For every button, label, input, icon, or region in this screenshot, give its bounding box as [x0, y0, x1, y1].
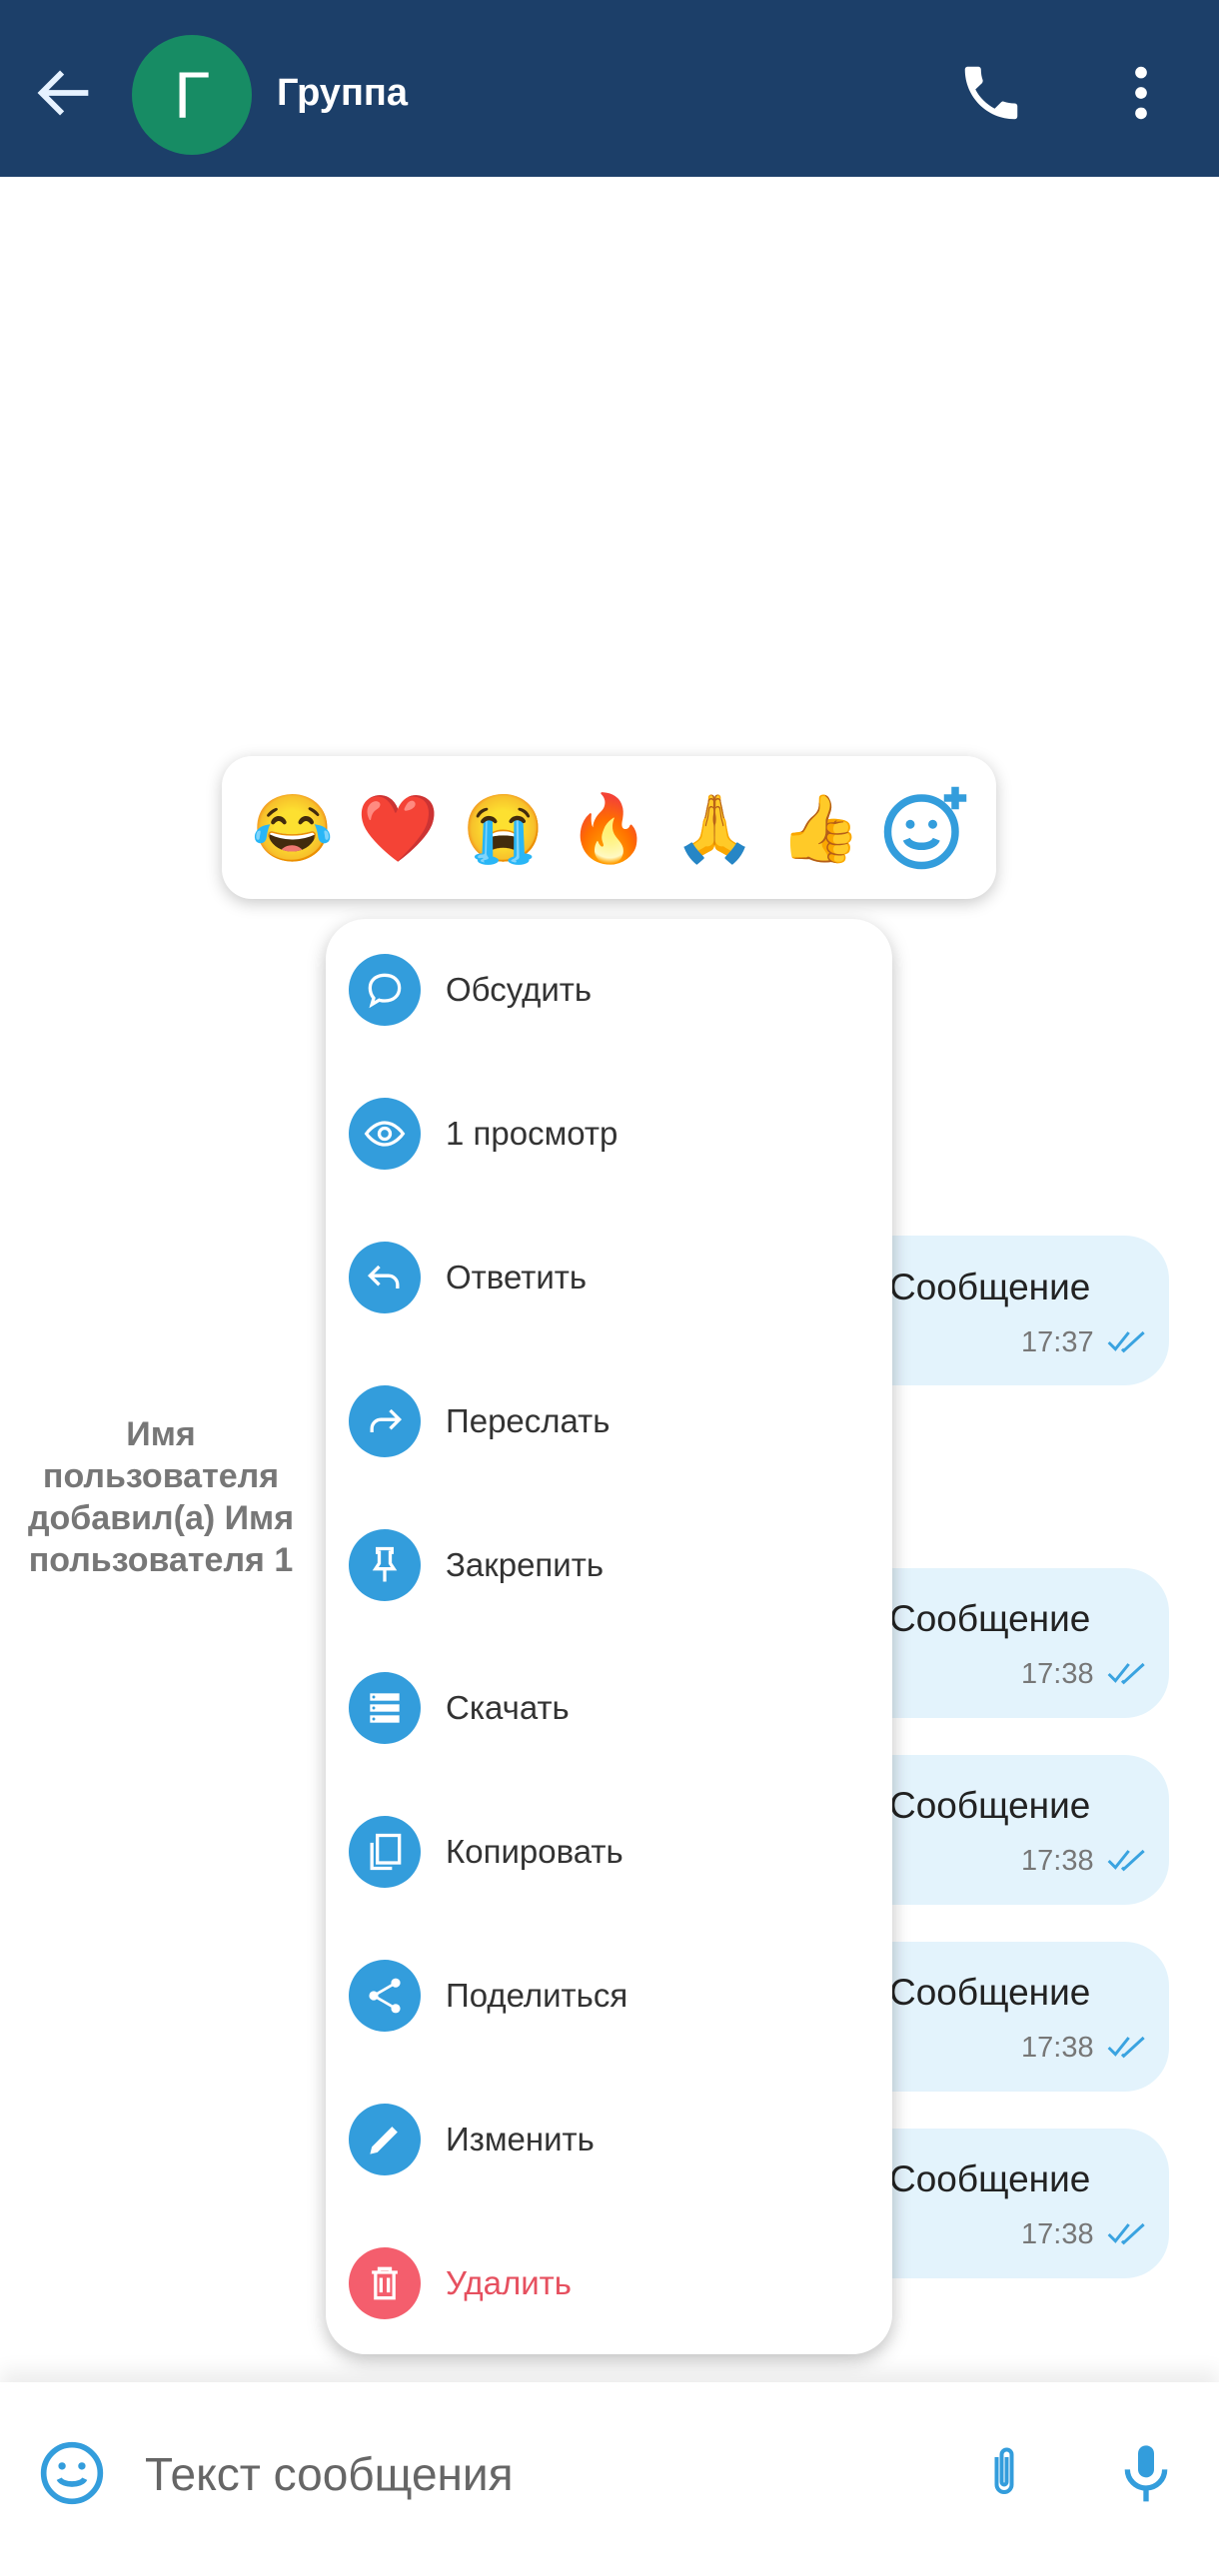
share-icon: [369, 1978, 401, 2014]
read-check-icon: [1107, 1849, 1145, 1872]
back-arrow-icon[interactable]: [30, 58, 100, 128]
chat-title[interactable]: Группа: [277, 72, 408, 114]
reaction-pray[interactable]: 🙏: [672, 790, 756, 865]
attach-paperclip-icon[interactable]: [974, 2437, 1034, 2507]
add-reaction-icon[interactable]: [880, 783, 970, 873]
menu-item-label: Закрепить: [446, 1546, 605, 1583]
message-time: 17:37: [1021, 1326, 1094, 1358]
reaction-thumbs-up[interactable]: 👍: [778, 790, 861, 865]
emoji-icon[interactable]: [38, 2439, 106, 2507]
copy-icon: [370, 1833, 402, 1871]
message-text: Сообщение: [889, 2158, 1091, 2199]
menu-item-label: Удалить: [446, 2264, 572, 2301]
menu-item-reply[interactable]: Ответить: [326, 1218, 892, 1337]
menu-item-label: Изменить: [446, 2121, 595, 2157]
read-check-icon: [1107, 2222, 1145, 2245]
microphone-icon[interactable]: [1114, 2437, 1178, 2507]
reaction-bar: 😂 ❤️ 😭 🔥 🙏 👍: [222, 756, 996, 899]
menu-item-views[interactable]: 1 просмотр: [326, 1074, 892, 1194]
read-check-icon: [1107, 1662, 1145, 1685]
message-time: 17:38: [1021, 1845, 1094, 1877]
pin-icon: [372, 1546, 398, 1582]
menu-item-download[interactable]: Скачать: [326, 1648, 892, 1768]
menu-item-label: Обсудить: [446, 971, 593, 1008]
menu-item-label: Поделиться: [446, 1977, 628, 2014]
composer-bar: [0, 2382, 1219, 2576]
message-input[interactable]: Текст сообщения: [145, 2448, 514, 2500]
chat-bubble-icon: [368, 973, 402, 1009]
menu-item-label: 1 просмотр: [446, 1115, 618, 1152]
menu-item-label: Переслать: [446, 1402, 610, 1439]
menu-item-label: Скачать: [446, 1689, 570, 1726]
forward-icon: [370, 1408, 403, 1432]
menu-item-share[interactable]: Поделиться: [326, 1936, 892, 2056]
system-message: Имя пользователя добавил(а) Имя пользова…: [27, 1415, 295, 1579]
avatar[interactable]: Г: [132, 35, 252, 155]
message-text: Сообщение: [889, 1267, 1091, 1307]
message-time: 17:38: [1021, 2218, 1094, 2250]
read-check-icon: [1107, 1330, 1145, 1353]
more-options-icon[interactable]: [1106, 58, 1176, 128]
read-check-icon: [1107, 2036, 1145, 2059]
message-text: Сообщение: [889, 1972, 1091, 2013]
download-icon: [370, 1693, 400, 1723]
message-time: 17:38: [1021, 2032, 1094, 2064]
menu-item-copy[interactable]: Копировать: [326, 1792, 892, 1912]
menu-item-edit[interactable]: Изменить: [326, 2080, 892, 2199]
trash-icon: [372, 2266, 398, 2300]
reply-icon: [367, 1265, 400, 1288]
reaction-fire[interactable]: 🔥: [568, 790, 650, 865]
menu-item-forward[interactable]: Переслать: [326, 1361, 892, 1481]
message-context-menu: Обсудить 1 просмотр Ответить Переслать З…: [326, 919, 892, 2354]
menu-item-discuss[interactable]: Обсудить: [326, 930, 892, 1050]
menu-item-label: Копировать: [446, 1833, 623, 1870]
pencil-icon: [370, 2127, 398, 2154]
reaction-laughing[interactable]: 😂: [251, 790, 334, 865]
menu-item-delete[interactable]: Удалить: [326, 2223, 892, 2343]
menu-item-pin[interactable]: Закрепить: [326, 1505, 892, 1625]
message-text: Сообщение: [889, 1785, 1091, 1826]
menu-item-label: Ответить: [446, 1259, 588, 1295]
eye-icon: [364, 1121, 406, 1147]
reaction-crying[interactable]: 😭: [462, 790, 545, 865]
app-header: Г Группа: [0, 0, 1219, 177]
message-text: Сообщение: [889, 1598, 1091, 1639]
phone-icon[interactable]: [956, 58, 1026, 128]
message-time: 17:38: [1021, 1658, 1094, 1690]
reaction-heart[interactable]: ❤️: [357, 790, 440, 865]
